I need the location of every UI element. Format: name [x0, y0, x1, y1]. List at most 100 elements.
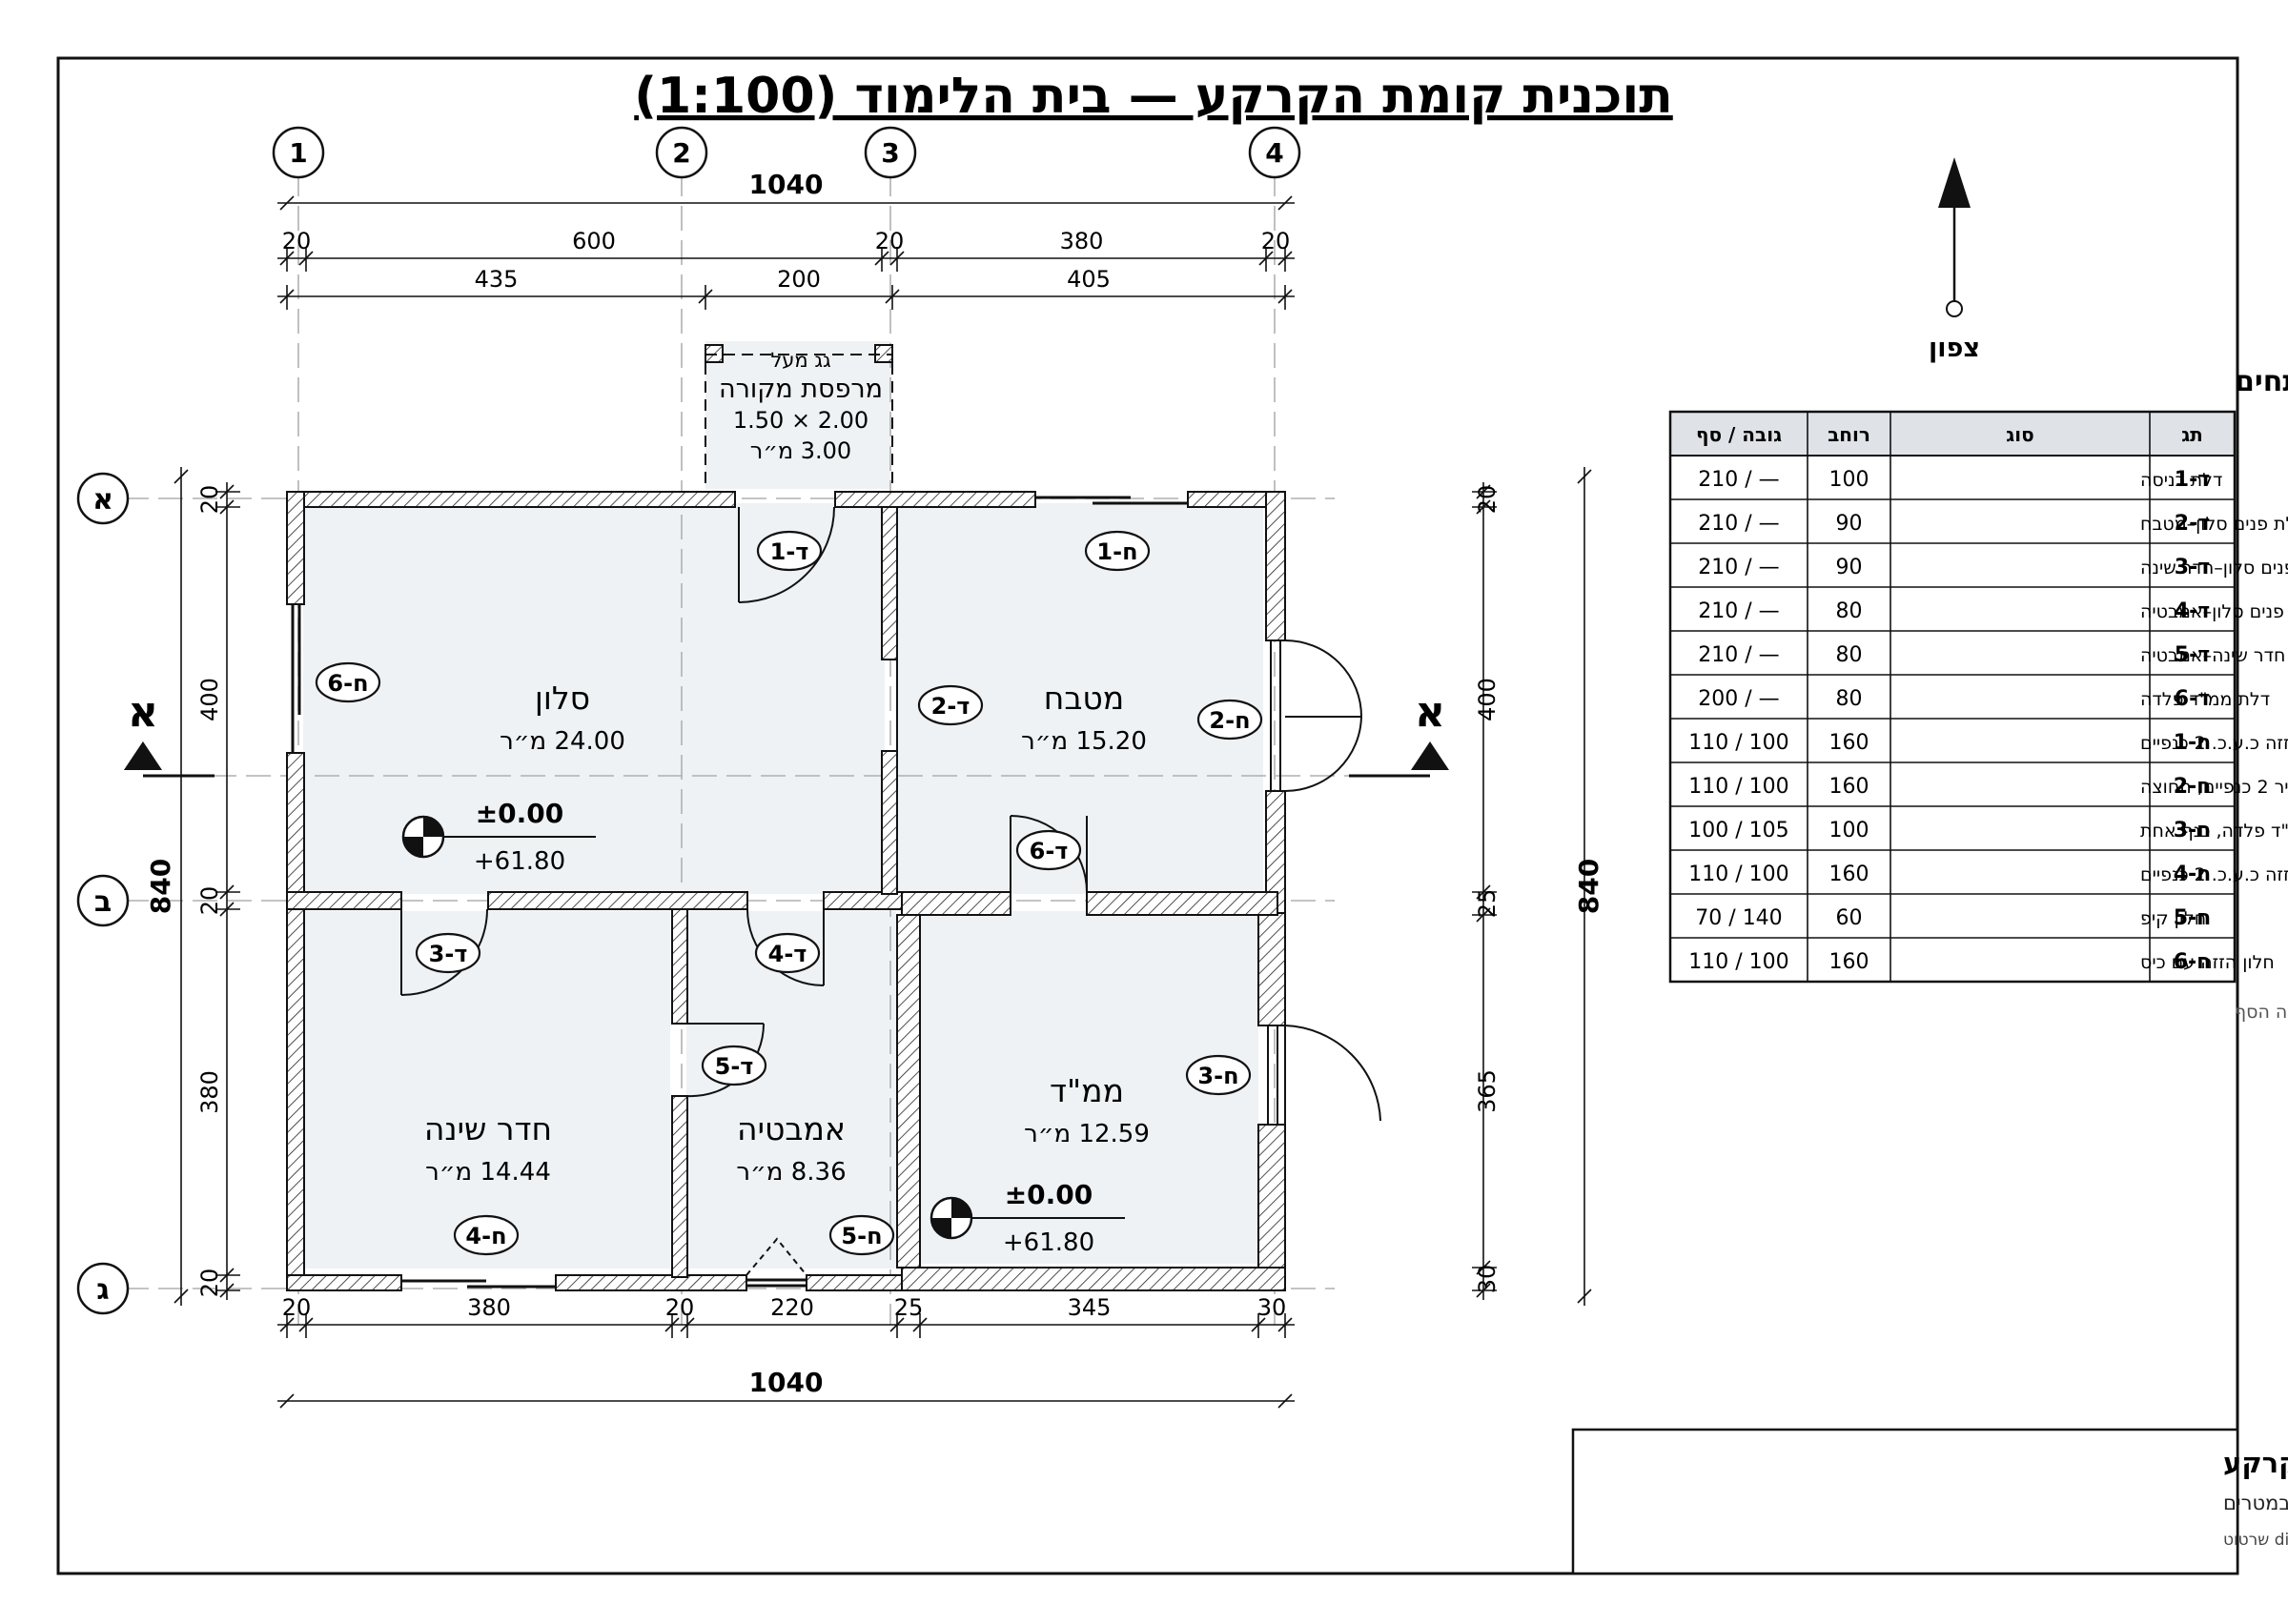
schedule-cell-type: דלת פנים סלון–אמבטיה [2140, 601, 2288, 622]
schedule-cell-type: חלון ציר 2 כנפיים, החוצה [2140, 777, 2288, 798]
opening-tag-bubble [415, 932, 481, 974]
opening-tag-bubble [1185, 1054, 1252, 1096]
dim-label: 220 [770, 1294, 814, 1321]
balcony-name: מרפסת מקורה [719, 375, 883, 404]
schedule-cell-type: חלון הזזה כ.ע.כ. 2 כנפיים [2140, 864, 2288, 885]
schedule-cell-type: דלת כניסה [2140, 470, 2222, 491]
schedule-cell-width: 60 [1836, 906, 1863, 930]
schedule-cell-width: 160 [1829, 775, 1869, 799]
dim-label: 20 [196, 886, 223, 916]
balcony-size: 2.00 × 1.50 [733, 407, 868, 434]
dim-label: 405 [1067, 266, 1111, 293]
schedule-header: גובה / סף [1696, 423, 1782, 446]
wall-left-top [286, 491, 305, 605]
schedule-cell-height: 200 / — [1698, 687, 1779, 711]
dim-label: 20 [665, 1294, 695, 1321]
schedule-header: תג [2181, 423, 2203, 446]
schedule-cell-type: דלת פנים חדר שינה–אמבטיה [2140, 645, 2288, 666]
balcony-area: 3.00 מ״ר [750, 437, 851, 464]
schedule-cell-height: 110 / 100 [1688, 950, 1788, 974]
titleblock-line2: תוכנית · קנ"מ 1:100 · מידות בס"מ · מפלסי… [2223, 1492, 2288, 1514]
axis-bubble-row [76, 472, 130, 525]
opening-tag: ד-3 [429, 941, 468, 967]
axis-bubble-col [272, 126, 325, 179]
axis-bubble-row [76, 874, 130, 927]
opening-tag: ד-1 [770, 538, 809, 565]
walls [286, 344, 1286, 1291]
opening-tag: ד-2 [931, 693, 970, 720]
balcony-fill [705, 341, 891, 489]
schedule-cell-width: 160 [1829, 950, 1869, 974]
title-block: בית הלימוד — קומת קרקע תוכנית · קנ"מ 1:1… [1571, 1428, 2288, 1575]
wall-bottom-2 [555, 1274, 747, 1291]
window-h3-swing [1284, 1025, 1381, 1122]
schedule-cell-type: חלון הזזה עם כיס [2140, 952, 2275, 973]
schedule-cell-width: 80 [1836, 643, 1863, 667]
dim-total: 1040 [749, 1367, 824, 1398]
wall-right-mamad-top [1257, 912, 1286, 1026]
axis-bubble-col [864, 126, 917, 179]
axis-label-col: 2 [672, 137, 690, 169]
schedule-header: רוחב [1828, 423, 1870, 446]
north-arrow-icon [1938, 157, 1971, 208]
schedule-cell-tag: ד-3 [2175, 556, 2210, 579]
schedule-header: סוג [2006, 423, 2033, 446]
room-area-mamad: 12.59 מ״ר [1024, 1120, 1150, 1148]
titleblock-line1: בית הלימוד — קומת קרקע [2223, 1447, 2288, 1479]
wall-top-left [286, 491, 736, 508]
opening-tag: ח-1 [1096, 538, 1137, 565]
schedule-note: מידות בס״מ · גובה הפתח / גובה הסף [2235, 1002, 2288, 1023]
room-labels: סלון 24.00 מ״ר מטבח 15.20 מ״ר חדר שינה 1… [424, 680, 1150, 1187]
schedule-cell-width: 80 [1836, 687, 1863, 711]
wall-bottom-mamad [901, 1267, 1286, 1291]
level-abs-1: +61.80 [474, 847, 565, 876]
level-marker-2: ±0.00 +61.80 [930, 1179, 1125, 1257]
dim-label: 435 [475, 266, 519, 293]
dim-label: 20 [282, 228, 312, 254]
section-marks: א א [124, 688, 1449, 778]
opening-tag-bubble [1015, 829, 1082, 871]
dim-label: 20 [282, 1294, 312, 1321]
room-area-bath: 8.36 מ״ר [736, 1158, 846, 1187]
dim-label: 20 [1474, 485, 1501, 515]
door-d1-swing [738, 506, 835, 603]
schedule-cell-height: 210 / — [1698, 468, 1779, 492]
room-area-salon: 24.00 מ״ר [500, 727, 625, 756]
schedule-cell-height: 210 / — [1698, 556, 1779, 579]
room-area-bedroom: 14.44 מ״ר [425, 1158, 551, 1187]
schedule-cell-height: 110 / 100 [1688, 863, 1788, 886]
room-name-bedroom: חדר שינה [424, 1110, 552, 1147]
dim-label: 20 [1261, 228, 1291, 254]
schedule-cell-height: 110 / 100 [1688, 775, 1788, 799]
opening-tag-bubble [1196, 699, 1263, 741]
schedule-cell-tag: ח-4 [2174, 863, 2212, 886]
dim-label: 365 [1474, 1069, 1501, 1113]
balcony-label: גג מעל מרפסת מקורה 2.00 × 1.50 3.00 מ״ר [719, 349, 883, 464]
wall-mid-1 [286, 891, 402, 910]
schedule-cell-height: 70 / 140 [1695, 906, 1782, 930]
opening-tag: ד-4 [768, 941, 807, 967]
schedule-cell-type: חלון קיפ [2140, 908, 2206, 929]
schedule-cell-tag: ח-3 [2174, 819, 2212, 842]
dim-label: 20 [196, 485, 223, 515]
schedule-cell-tag: ד-5 [2175, 643, 2210, 667]
wall-mid-4 [901, 891, 1011, 916]
schedule-cell-width: 90 [1836, 512, 1863, 536]
schedule-cell-height: 100 / 105 [1688, 819, 1788, 842]
schedule-cell-tag: ד-2 [2175, 512, 2210, 536]
axis-label-col: 1 [289, 137, 307, 169]
dim-label: 30 [1474, 1265, 1501, 1294]
schedule-title: רשימת פתחים [2235, 365, 2288, 398]
schedule-header-row [1669, 411, 2236, 457]
dim-label: 380 [1060, 228, 1104, 254]
openings [291, 496, 1381, 1289]
opening-tag-bubble [453, 1214, 520, 1256]
opening-tag-bubble [828, 1214, 895, 1256]
axis-bubble-col [655, 126, 708, 179]
dim-total: 840 [145, 859, 176, 914]
dim-label: 20 [875, 228, 905, 254]
schedule-cell-tag: ח-1 [2174, 731, 2212, 755]
north-arrow: צפון [1929, 157, 1980, 363]
window-h2-swing-bottom [1284, 716, 1362, 792]
